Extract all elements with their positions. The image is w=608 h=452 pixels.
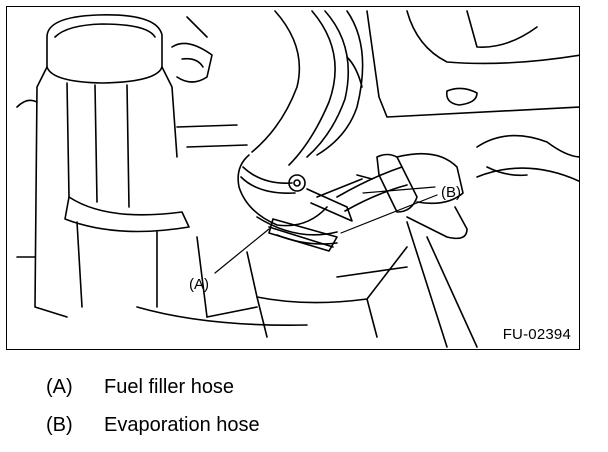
evaporation-hose	[336, 152, 478, 348]
figure-frame: (A) (B) FU-02394	[6, 6, 580, 350]
hose-clamp	[288, 174, 373, 222]
upper-bracket	[171, 16, 213, 83]
floor-tray	[136, 124, 408, 338]
engine-bay-drawing	[16, 10, 579, 348]
figure-id: FU-02394	[502, 326, 571, 343]
filler-pipe	[237, 10, 364, 252]
leader-lines	[214, 186, 438, 274]
legend-key-a: (A)	[46, 376, 73, 398]
leader-a	[214, 228, 270, 274]
legend-row-a: (A) Fuel filler hose	[46, 376, 586, 414]
leader-b-2	[340, 194, 438, 234]
body-panels	[346, 10, 579, 183]
callout-a: (A)	[189, 276, 209, 293]
legend-row-b: (B) Evaporation hose	[46, 414, 586, 452]
callout-b: (B)	[441, 184, 461, 201]
leader-b-1	[362, 186, 436, 194]
legend-text-a: Fuel filler hose	[104, 376, 235, 398]
legend-text-b: Evaporation hose	[104, 414, 260, 436]
legend: (A) Fuel filler hose (B) Evaporation hos…	[46, 376, 586, 452]
strut-tower	[16, 14, 190, 318]
legend-key-b: (B)	[46, 414, 73, 436]
